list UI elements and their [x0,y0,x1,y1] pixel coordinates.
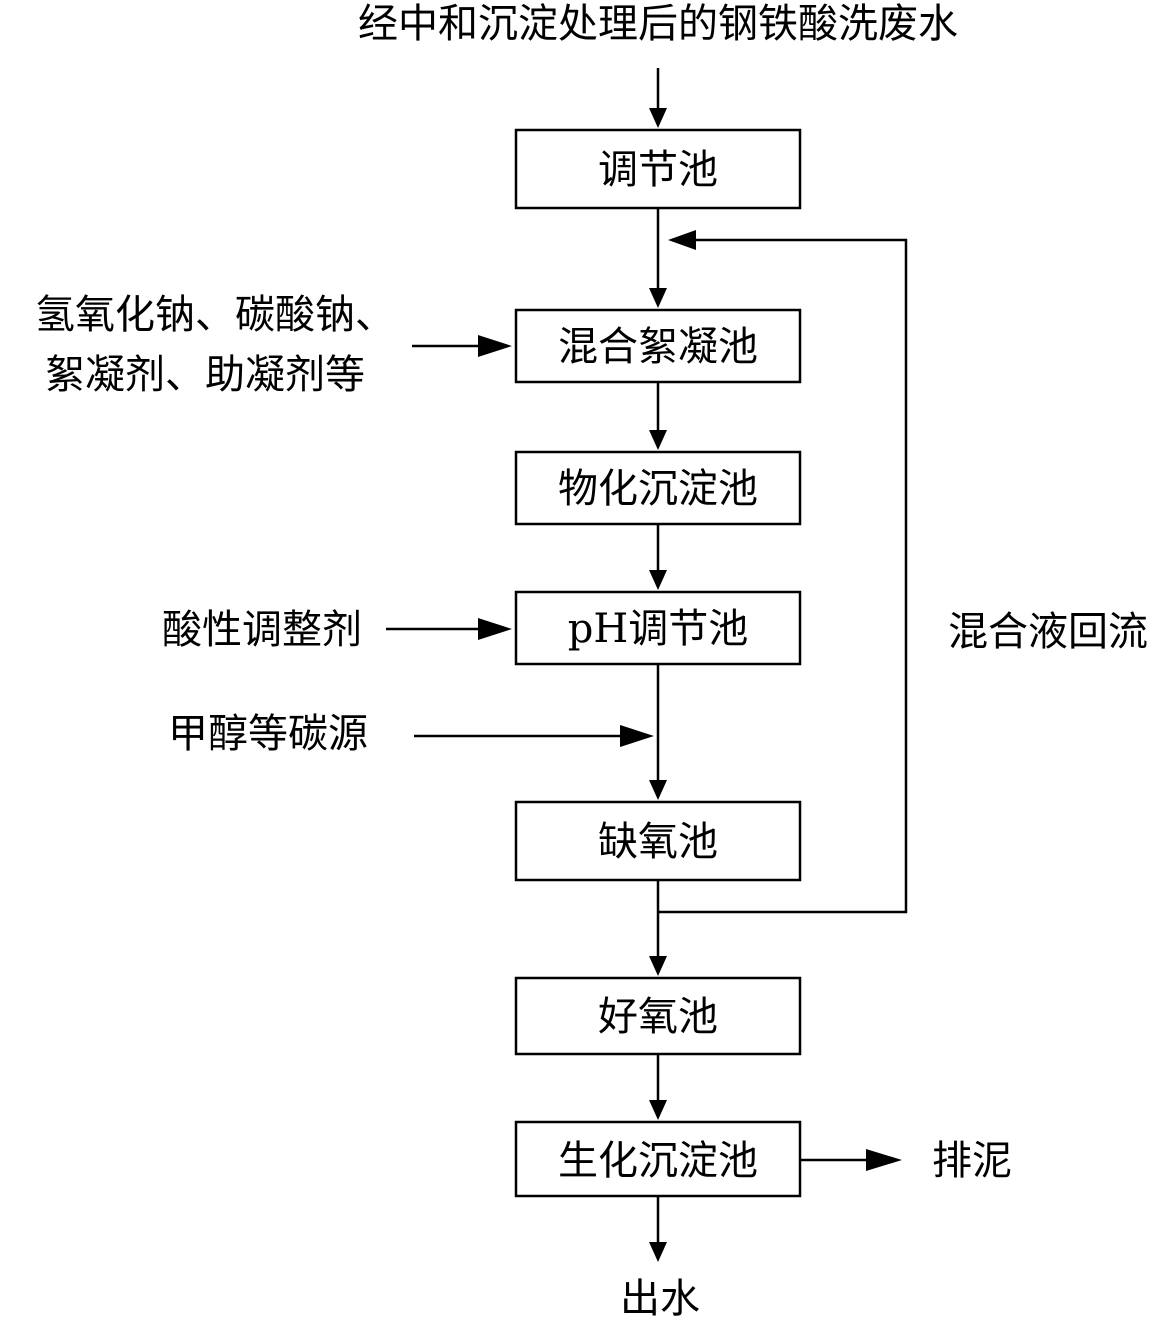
mix-floc-tank-label: 混合絮凝池 [558,324,758,370]
arrow-to-anoxic-tank [649,780,667,800]
down-arrowheads [649,108,667,1262]
carbon-source-input-arrow [414,725,654,747]
anoxic-tank-label: 缺氧池 [598,819,718,865]
chemicals-label-line1: 氢氧化钠、碳酸钠、 [35,292,395,338]
physchem-settle-tank-box: 物化沉淀池 [514,450,802,526]
aerobic-tank-label: 好氧池 [598,994,718,1040]
chemicals-input-arrow [412,335,512,357]
anoxic-tank-box: 缺氧池 [514,800,802,882]
acid-regulator-input-arrow [386,618,512,640]
effluent-label: 出水 [620,1276,700,1322]
ph-adjust-tank-label: pH调节池 [568,606,749,652]
bio-settle-tank-box: 生化沉淀池 [514,1120,802,1198]
mix-floc-tank-box: 混合絮凝池 [514,308,802,384]
recycle-arrowhead [668,230,696,250]
recycle-loop [658,230,908,914]
aerobic-tank-box: 好氧池 [514,976,802,1056]
adjust-tank-label: 调节池 [598,147,718,193]
chemicals-label-line2: 絮凝剂、助凝剂等 [45,352,365,398]
acid-regulator-label: 酸性调整剂 [162,607,362,653]
recycle-label: 混合液回流 [948,609,1148,655]
arrow-to-mix-floc-tank [649,288,667,308]
ph-adjust-tank-box: pH调节池 [514,590,802,666]
carbon-source-label: 甲醇等碳源 [168,711,368,757]
arrow-to-effluent [649,1242,667,1262]
arrow-to-ph-tank [649,570,667,590]
influent-title: 经中和沉淀处理后的钢铁酸洗废水 [358,1,958,47]
adjust-tank-box: 调节池 [514,128,802,210]
arrow-to-physchem-tank [649,430,667,450]
physchem-settle-tank-label: 物化沉淀池 [558,466,758,512]
bio-settle-tank-label: 生化沉淀池 [558,1138,758,1184]
arrow-to-aerobic-tank [649,956,667,976]
arrow-to-bio-settle-tank [649,1100,667,1120]
arrow-to-adjust-tank [649,108,667,128]
sludge-output-arrow [800,1149,902,1171]
sludge-label: 排泥 [932,1138,1012,1184]
